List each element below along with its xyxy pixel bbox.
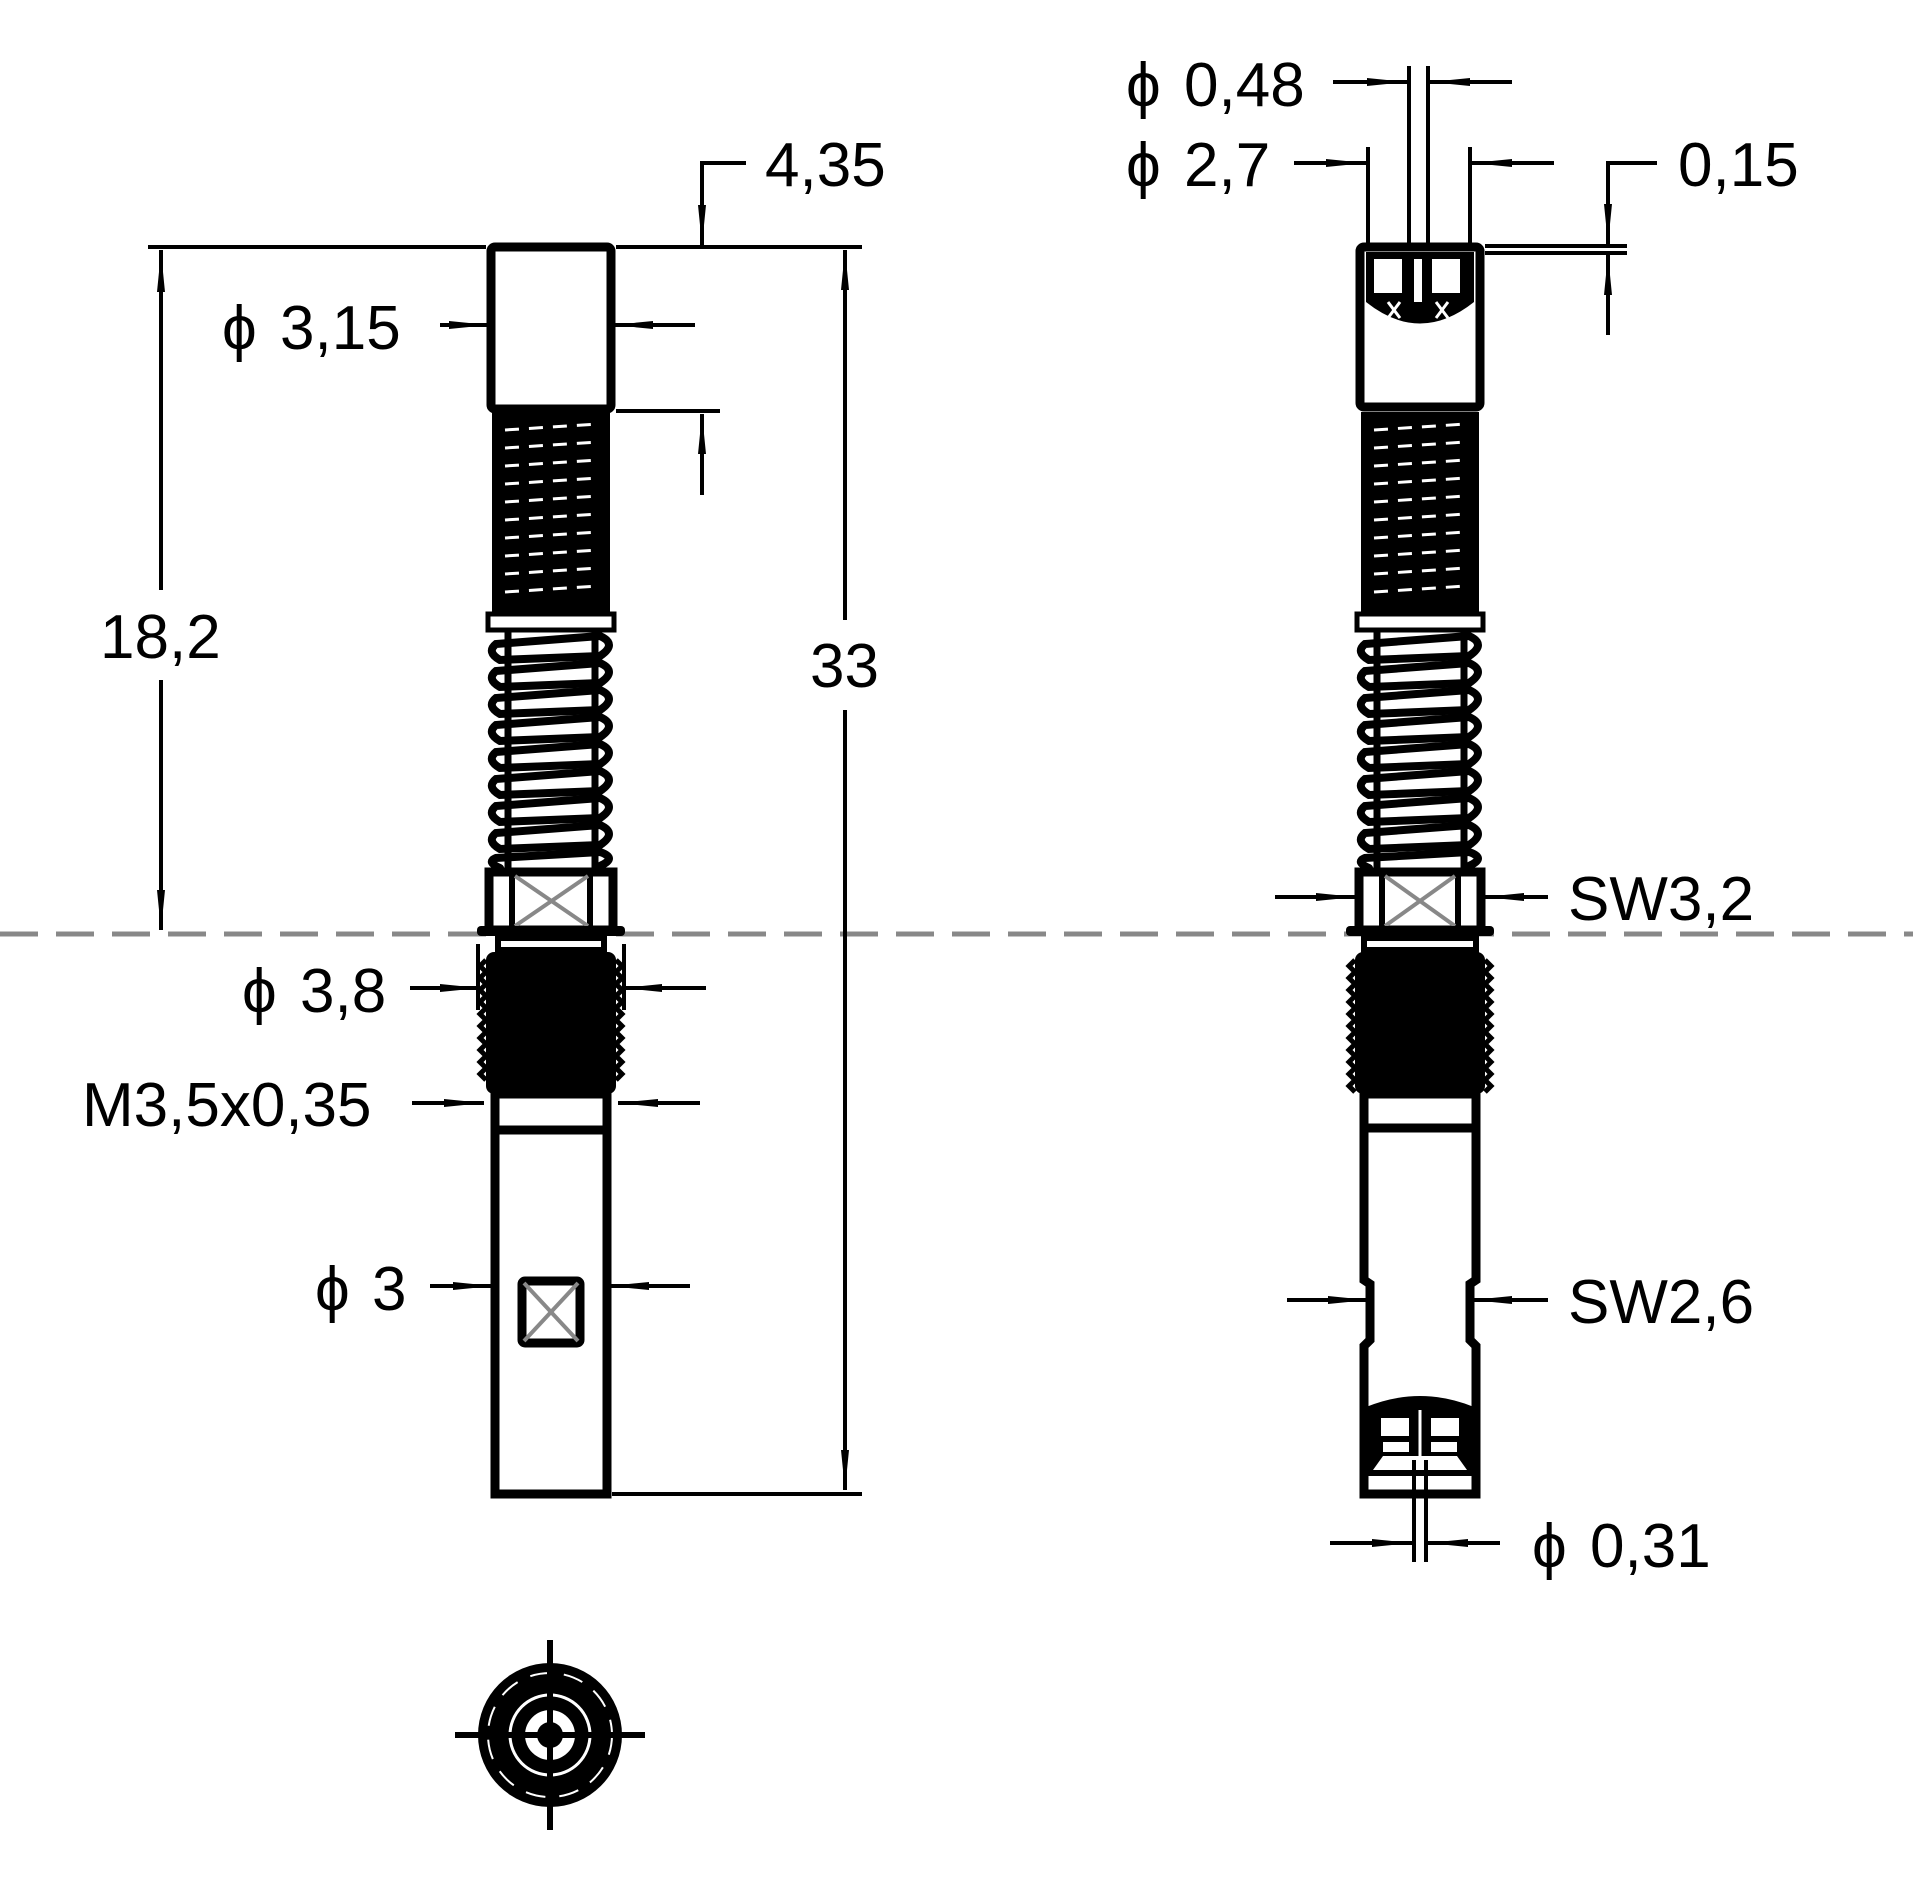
svg-text:2,7: 2,7 bbox=[1184, 131, 1270, 200]
probe-head-section bbox=[1355, 242, 1485, 412]
svg-text:0,48: 0,48 bbox=[1184, 51, 1305, 120]
svg-text:0,31: 0,31 bbox=[1590, 1512, 1711, 1581]
dim-4-35: 4,35 bbox=[765, 131, 886, 200]
svg-text:ϕ: ϕ bbox=[315, 1255, 350, 1324]
svg-text:ϕ: ϕ bbox=[222, 294, 257, 363]
svg-text:3: 3 bbox=[372, 1255, 406, 1324]
collar-right bbox=[1359, 1089, 1481, 1133]
spring-tight-coils bbox=[485, 412, 617, 633]
spring-open-coils-right bbox=[1356, 630, 1482, 872]
dim-dia-3-8: ϕ 3,8 bbox=[242, 957, 386, 1026]
lower-body-right bbox=[1359, 1128, 1481, 1499]
dim-0-15: 0,15 bbox=[1678, 131, 1799, 200]
dim-dia-2-7: ϕ 2,7 bbox=[1126, 131, 1270, 200]
end-view bbox=[455, 1640, 645, 1830]
dim-dia-0-48: ϕ 0,48 bbox=[1126, 51, 1305, 120]
hex-nut-upper bbox=[477, 867, 625, 936]
spring-tight-coils-right bbox=[1354, 412, 1486, 633]
svg-text:ϕ: ϕ bbox=[1126, 131, 1161, 200]
threaded-section-right bbox=[1345, 935, 1495, 1094]
dim-18-2: 18,2 bbox=[100, 603, 221, 672]
probe-head bbox=[486, 242, 616, 414]
dim-dia-3-15: ϕ 3,15 bbox=[222, 294, 401, 363]
dim-sw-2-6: SW2,6 bbox=[1568, 1268, 1754, 1337]
svg-text:ϕ: ϕ bbox=[1126, 51, 1161, 120]
dim-33: 33 bbox=[810, 632, 879, 701]
square-marker bbox=[517, 1276, 585, 1348]
svg-text:3,8: 3,8 bbox=[300, 957, 386, 1026]
spring-open-coils bbox=[487, 630, 613, 872]
dim-thread: M3,5x0,35 bbox=[82, 1071, 372, 1140]
collar bbox=[490, 1089, 612, 1135]
svg-text:ϕ: ϕ bbox=[242, 957, 277, 1026]
hex-nut-upper-right bbox=[1346, 867, 1494, 936]
left-side-view: 18,2 33 4,35 ϕ 3,15 ϕ 3,8 M3,5x0,35 ϕ bbox=[82, 131, 886, 1499]
svg-text:ϕ: ϕ bbox=[1532, 1512, 1567, 1581]
dim-sw-3-2: SW3,2 bbox=[1568, 865, 1754, 934]
right-side-view: ϕ 0,48 ϕ 2,7 0,15 SW3,2 SW2,6 ϕ bbox=[1126, 51, 1799, 1581]
dim-dia-0-31: ϕ 0,31 bbox=[1532, 1512, 1711, 1581]
threaded-section bbox=[476, 935, 626, 1094]
svg-text:3,15: 3,15 bbox=[280, 294, 401, 363]
bottom-socket-section bbox=[1366, 1396, 1474, 1488]
dim-dia-3: ϕ 3 bbox=[315, 1255, 406, 1324]
lower-body bbox=[490, 1125, 612, 1499]
